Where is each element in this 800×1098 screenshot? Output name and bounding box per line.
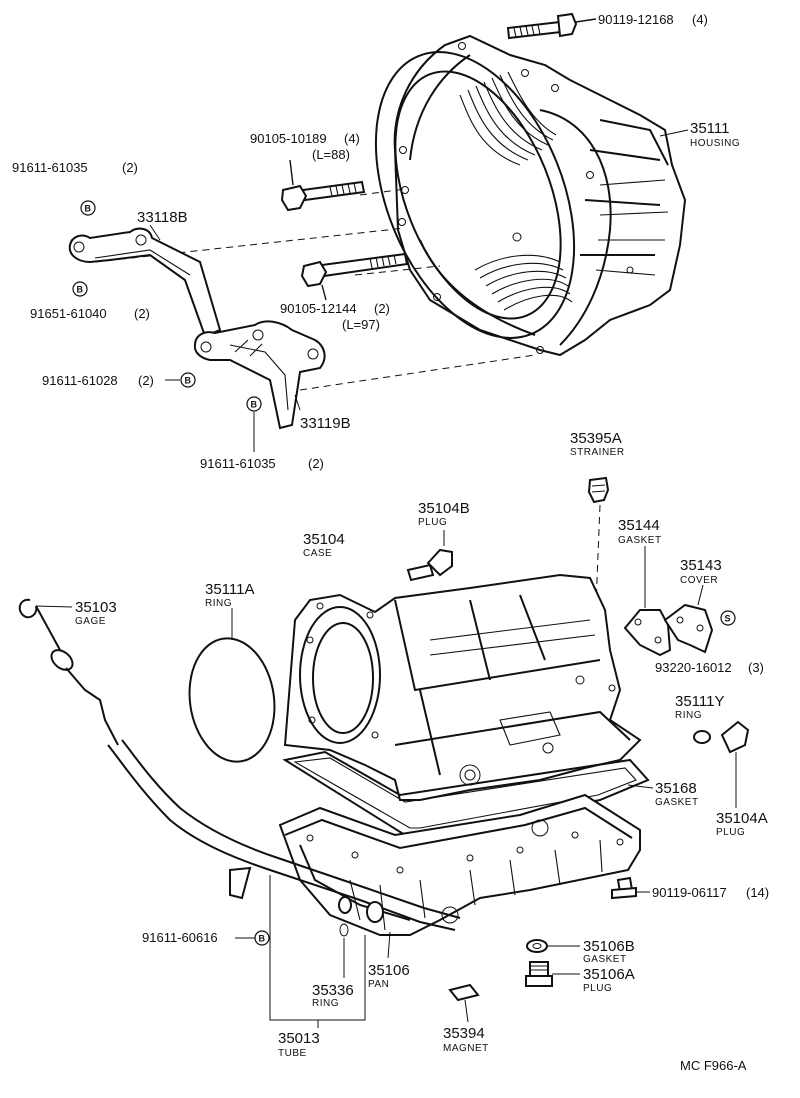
case-number: 35104	[303, 531, 345, 548]
plug-a-name: PLUG	[716, 827, 745, 838]
bolt-housing-top-drawing	[506, 12, 597, 40]
bolt-long-a-qty: (4)	[344, 131, 360, 146]
tube-name: TUBE	[278, 1048, 307, 1059]
case-name: CASE	[303, 548, 332, 559]
housing-name: HOUSING	[690, 138, 740, 149]
svg-text:B: B	[185, 376, 192, 386]
plug-a-drawing	[720, 720, 750, 808]
b-mark-1: B	[80, 200, 96, 216]
housing-number: 35111	[690, 120, 730, 137]
bracket-lower-drawing	[193, 320, 326, 430]
svg-text:S: S	[725, 614, 731, 624]
bolt-b3-number: 91611-61028	[42, 373, 118, 388]
bolt-b4-qty: (2)	[308, 456, 324, 471]
bolt-tube-number: 91611-60616	[142, 930, 218, 945]
gasket-pan-number: 35168	[655, 780, 697, 797]
leaders-top	[149, 129, 689, 452]
bolt-cover-qty: (3)	[748, 660, 764, 675]
svg-text:B: B	[77, 285, 84, 295]
bolt-long-b-length: (L=97)	[342, 317, 380, 332]
strainer-number: 35395A	[570, 430, 622, 447]
bracket-upper-number: 33118B	[137, 209, 188, 226]
magnet-drawing	[448, 983, 480, 1023]
strainer-drawing	[587, 476, 610, 504]
bolt-b1-qty: (2)	[122, 160, 138, 175]
bolt-b2-number: 91651-61040	[30, 306, 107, 321]
svg-text:B: B	[259, 934, 266, 944]
ring-y-name: RING	[675, 710, 702, 721]
bolt-b1-number: 91611-61035	[12, 160, 88, 175]
b-mark-3: B	[180, 372, 196, 388]
gasket-drain-number: 35106B	[583, 938, 635, 955]
magnet-name: MAGNET	[443, 1043, 489, 1054]
magnet-number: 35394	[443, 1025, 485, 1042]
b-mark-2: B	[72, 281, 88, 297]
ring-tube-number: 35336	[312, 982, 354, 999]
strainer-name: STRAINER	[570, 447, 625, 458]
bolt-housing-top-qty: (4)	[692, 12, 708, 27]
gasket-drain-name: GASKET	[583, 954, 627, 965]
ring-tube-name: RING	[312, 998, 339, 1009]
bolt-housing-top-number: 90119-12168	[598, 12, 674, 27]
b-mark-5: B	[254, 930, 270, 946]
s-mark: S	[720, 610, 736, 626]
cover-number: 35143	[680, 557, 722, 574]
diagram-code: MC F966-A	[680, 1058, 747, 1073]
plug-a-number: 35104A	[716, 810, 768, 827]
plug-drain-number: 35106A	[583, 966, 635, 983]
ring-y-drawing	[693, 730, 711, 744]
bolt-long-b-number: 90105-12144	[280, 301, 357, 316]
bolt-b3-qty: (2)	[138, 373, 154, 388]
tube-drawing	[107, 739, 461, 1028]
bolt-long-a-drawing	[280, 159, 366, 212]
b-mark-4: B	[246, 396, 262, 412]
ring-y-number: 35111Y	[675, 693, 725, 710]
bolt-b2-qty: (2)	[134, 306, 150, 321]
housing-drawing	[374, 34, 687, 357]
gasket-cover-name: GASKET	[618, 535, 662, 546]
cover-drawing	[663, 584, 714, 654]
bolt-cover-number: 93220-16012	[655, 660, 732, 675]
svg-text:B: B	[251, 400, 258, 410]
bolt-pan-qty: (14)	[746, 885, 769, 900]
plug-b-drawing	[406, 530, 453, 582]
gasket-drain-drawing	[526, 939, 580, 953]
plug-b-name: PLUG	[418, 517, 447, 528]
cover-name: COVER	[680, 575, 718, 586]
gasket-cover-number: 35144	[618, 517, 660, 534]
plug-drain-name: PLUG	[583, 983, 612, 994]
ring-large-number: 35111A	[205, 581, 255, 598]
bolt-long-a-number: 90105-10189	[250, 131, 327, 146]
gage-number: 35103	[75, 599, 117, 616]
svg-text:B: B	[85, 204, 92, 214]
case-drawing	[283, 573, 642, 801]
gasket-pan-name: GASKET	[655, 797, 699, 808]
bolt-pan-drawing	[611, 876, 650, 900]
gasket-cover-drawing	[623, 546, 672, 657]
ring-large-drawing	[188, 608, 276, 763]
tube-number: 35013	[278, 1030, 320, 1047]
pan-number: 35106	[368, 962, 410, 979]
bolt-long-b-qty: (2)	[374, 301, 390, 316]
bolt-long-b-drawing	[300, 252, 409, 301]
bracket-lower-number: 33119B	[300, 415, 351, 432]
pan-drawing	[278, 793, 641, 959]
pan-name: PAN	[368, 979, 389, 990]
gage-name: GAGE	[75, 616, 106, 627]
ring-large-name: RING	[205, 598, 232, 609]
bolt-long-a-length: (L=88)	[312, 147, 350, 162]
plug-drain-drawing	[525, 961, 580, 987]
bracket-upper-drawing	[68, 227, 222, 338]
gage-drawing	[18, 598, 119, 746]
bolt-pan-number: 90119-06117	[652, 885, 727, 900]
plug-b-number: 35104B	[418, 500, 470, 517]
bolt-b4-number: 91611-61035	[200, 456, 276, 471]
